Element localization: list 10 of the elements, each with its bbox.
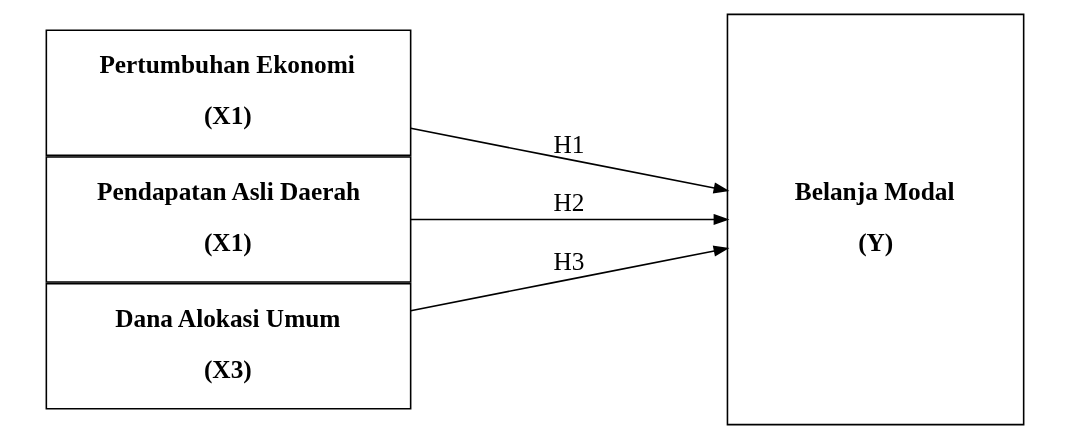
- arrow: [409, 245, 729, 312]
- edge-label: H3: [553, 246, 585, 275]
- edge-label: H2: [553, 188, 585, 217]
- edge-label: H1: [553, 129, 585, 158]
- arrow: [409, 213, 729, 226]
- node-box: Pendapatan Asli Daerah (X1): [45, 156, 411, 283]
- node-box: Belanja Modal (Y): [726, 13, 1024, 426]
- arrow: [409, 127, 729, 194]
- node-box: Pertumbuhan Ekonomi (X1): [45, 29, 411, 157]
- node-box: Dana Alokasi Umum (X3): [45, 282, 411, 410]
